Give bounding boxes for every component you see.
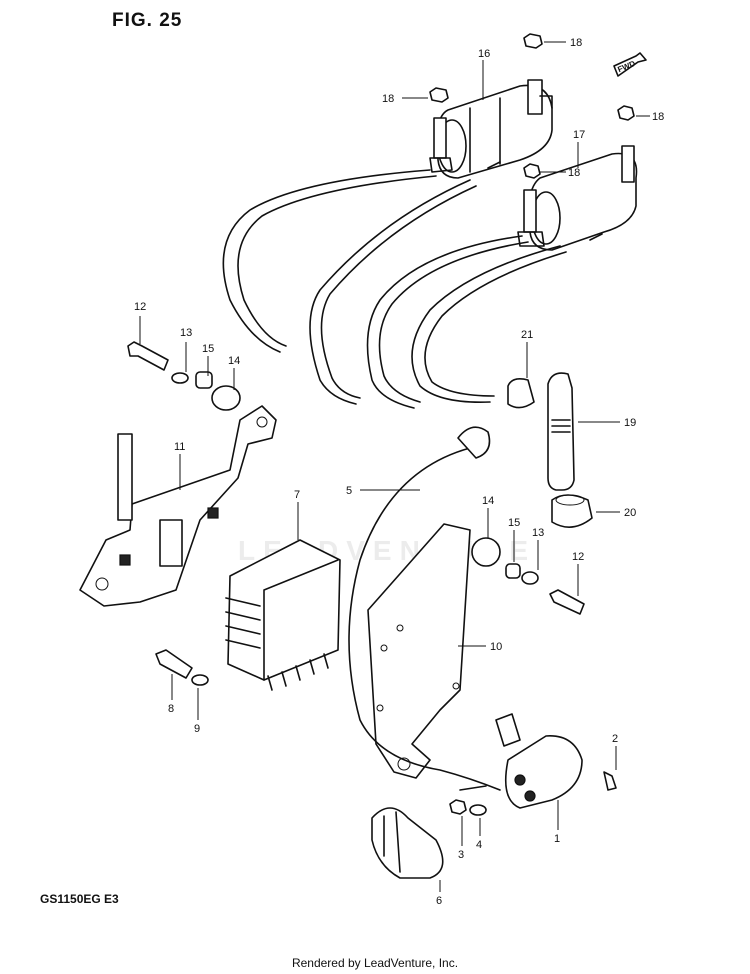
- fwd-label: FWD: [616, 59, 636, 74]
- coil-bracket[interactable]: [79, 405, 277, 607]
- spark-plug-cap[interactable]: [507, 372, 593, 528]
- callout-8: 8: [168, 703, 174, 715]
- relay-cover-cap[interactable]: [371, 807, 444, 879]
- callout-16: 16: [478, 48, 490, 60]
- fwd-arrow-icon: FWD: [613, 52, 647, 77]
- coil-nut-18[interactable]: [429, 33, 635, 179]
- callout-18: 18: [568, 167, 580, 179]
- callout-18: 18: [652, 111, 664, 123]
- callout-2: 2: [612, 733, 618, 745]
- callout-7: 7: [294, 489, 300, 501]
- callout-5: 5: [346, 485, 352, 497]
- callout-9: 9: [194, 723, 200, 735]
- callout-4: 4: [476, 839, 482, 851]
- leader-lines: [139, 41, 650, 892]
- ignition-coil-lower[interactable]: [517, 145, 638, 251]
- callout-21: 21: [521, 329, 533, 341]
- ignition-coil-upper[interactable]: [429, 79, 553, 179]
- callout-15: 15: [508, 517, 520, 529]
- starter-relay-bracket[interactable]: [367, 523, 471, 779]
- starter-lead-wire: [348, 426, 501, 791]
- callout-1: 1: [554, 833, 560, 845]
- callout-13: 13: [532, 527, 544, 539]
- callout-20: 20: [624, 507, 636, 519]
- callout-6: 6: [436, 895, 442, 907]
- regulator-bolt[interactable]: [155, 649, 209, 686]
- callout-18: 18: [382, 93, 394, 105]
- terminal-nut[interactable]: [449, 799, 487, 816]
- callout-3: 3: [458, 849, 464, 861]
- model-code: GS1150EG E3: [40, 892, 119, 906]
- starter-relay[interactable]: [459, 713, 583, 809]
- regulator-rectifier[interactable]: [225, 539, 341, 691]
- callout-19: 19: [624, 417, 636, 429]
- callout-15: 15: [202, 343, 214, 355]
- relay-screw[interactable]: [603, 771, 617, 791]
- high-tension-cords: [222, 161, 603, 409]
- figure-title: FIG. 25: [112, 10, 183, 31]
- callout-18: 18: [570, 37, 582, 49]
- callout-14: 14: [228, 355, 240, 367]
- callout-11: 11: [174, 441, 185, 453]
- bracket-bolt-lower[interactable]: [471, 537, 585, 615]
- footer-credit: Rendered by LeadVenture, Inc.: [291, 956, 459, 970]
- bracket-bolt-upper[interactable]: [127, 341, 241, 411]
- callout-12: 12: [134, 301, 146, 313]
- callout-12: 12: [572, 551, 584, 563]
- callout-10: 10: [490, 641, 502, 653]
- callout-17: 17: [573, 129, 585, 141]
- callout-13: 13: [180, 327, 192, 339]
- callout-14: 14: [482, 495, 494, 507]
